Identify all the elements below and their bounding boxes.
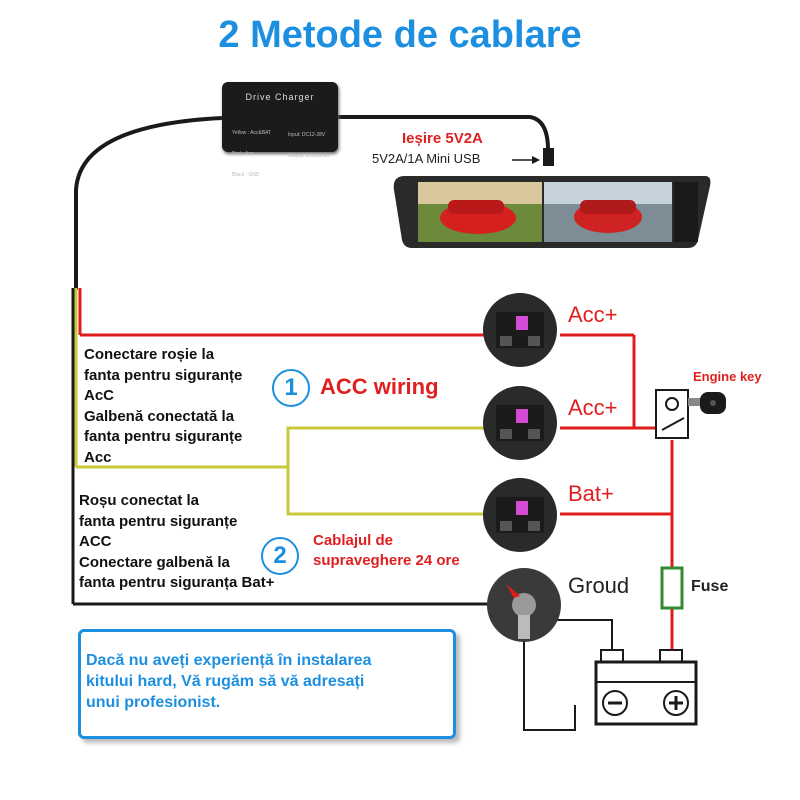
method1-number: 1 — [272, 369, 310, 407]
fuse-box-bat — [483, 478, 557, 552]
drive-charger: Drive Charger Yellow : Acc&BAT Red : Acc… — [222, 82, 338, 178]
method2-text: Roșu conectat la fanta pentru siguranțe … — [79, 492, 275, 591]
acc1-label: Acc+ — [568, 302, 618, 327]
usb-plug — [543, 148, 554, 166]
bat-label: Bat+ — [568, 481, 614, 506]
charger-spec-right: Input: DC12-28V Output: DC5V2.5A — [288, 132, 330, 159]
yellow-wire-bat — [286, 467, 490, 516]
acc2-label: Acc+ — [568, 395, 618, 420]
fuse-label: Fuse — [691, 578, 729, 595]
usb-label: 5V2A/1A Mini USB — [372, 151, 481, 166]
engine-key-label: Engine key — [693, 369, 762, 384]
method1-title: ACC wiring — [320, 374, 439, 399]
fuse-icon — [660, 566, 684, 610]
warning-note-text: Dacă nu aveți experiență în instalarea k… — [86, 652, 372, 711]
battery-icon — [594, 649, 698, 726]
method1-text: Conectare roșie la fanta pentru siguranț… — [84, 346, 243, 466]
rearview-mirror — [393, 176, 711, 248]
output-cable — [338, 115, 550, 151]
main-cable — [74, 116, 223, 290]
page-title: 2 Metode de cablare — [218, 14, 582, 56]
output-label: Ieșire 5V2A — [402, 130, 483, 147]
ground-bolt-photo — [487, 568, 561, 642]
fuse-box-acc2 — [483, 386, 557, 460]
car-key-icon — [688, 392, 726, 414]
drive-charger-label: Drive Charger — [245, 92, 315, 102]
ground-label: Groud — [568, 573, 630, 598]
method2-title: Cablajul de supraveghere 24 ore — [313, 532, 460, 569]
method2-number: 2 — [261, 537, 299, 575]
yellow-wire-acc2 — [76, 426, 490, 469]
fuse-box-acc1 — [483, 293, 557, 367]
charger-spec-left: Yellow : Acc&BAT Red : Acc Black : GND — [232, 130, 272, 178]
warning-note-box — [78, 629, 456, 739]
